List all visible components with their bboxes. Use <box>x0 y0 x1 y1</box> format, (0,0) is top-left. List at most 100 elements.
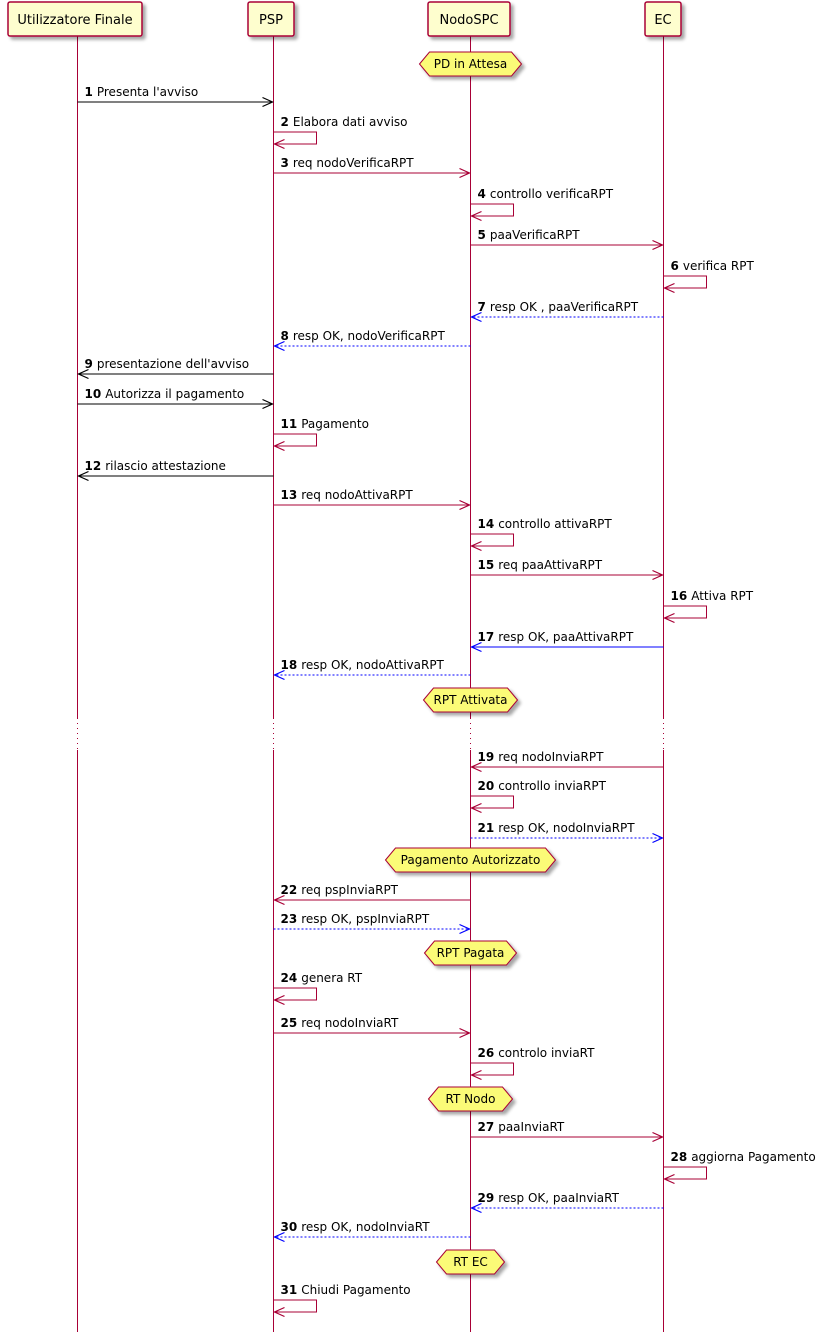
message-text: resp OK , paaVerificaRPT <box>490 300 639 314</box>
state-hexagon <box>384 847 557 873</box>
arrow-head <box>459 499 471 511</box>
message-text: Autorizza il pagamento <box>105 387 244 401</box>
arrow-head <box>77 368 89 380</box>
arrow-head <box>652 569 664 581</box>
arrow-head <box>273 340 285 352</box>
self-arrow-line <box>470 795 514 809</box>
message-number: 21 <box>478 821 495 835</box>
state-label: PD in Attesa <box>434 57 507 71</box>
state-note: RPT Pagata <box>423 940 518 966</box>
message-text: controllo attivaRPT <box>498 517 612 531</box>
participant-utente: Utilizzatore Finale <box>7 1 143 37</box>
arrow-head <box>273 669 285 681</box>
message-number: 26 <box>478 1046 495 1060</box>
state-note: PD in Attesa <box>418 51 523 77</box>
message-text: paaVerificaRPT <box>490 228 580 242</box>
message-text: req pspInviaRPT <box>301 883 398 897</box>
message-number: 8 <box>281 329 289 343</box>
self-arrow-line <box>273 131 317 145</box>
arrow-head <box>470 761 482 773</box>
message-text: req paaAttivaRPT <box>498 558 603 572</box>
arrow-head <box>652 832 664 844</box>
message-text: Pagamento <box>301 417 369 431</box>
message-number: 2 <box>281 115 289 129</box>
state-hexagon <box>427 1086 514 1112</box>
participant-box <box>7 1 143 37</box>
message-number: 23 <box>281 912 298 926</box>
message-number: 5 <box>478 228 486 242</box>
self-arrow-line <box>273 1299 317 1313</box>
arrow-head <box>652 239 664 251</box>
arrow-head <box>459 923 471 935</box>
participant-box <box>247 1 295 37</box>
arrow-head <box>663 612 675 624</box>
message-text: controlo inviaRT <box>498 1046 595 1060</box>
message-text: req nodoInviaRT <box>301 1016 399 1030</box>
arrow-head <box>470 1069 482 1081</box>
state-label: RPT Pagata <box>437 946 505 960</box>
message-number: 12 <box>85 459 102 473</box>
participant-label: EC <box>654 13 671 28</box>
message-text: paaInviaRT <box>498 1120 565 1134</box>
message-number: 13 <box>281 488 298 502</box>
state-hexagon <box>422 687 519 713</box>
participant-box <box>427 1 511 37</box>
message-number: 14 <box>478 517 495 531</box>
state-note: Pagamento Autorizzato <box>384 847 557 873</box>
arrow-head <box>273 1231 285 1243</box>
message-number: 28 <box>671 1150 688 1164</box>
state-label: RT EC <box>453 1255 488 1269</box>
message-text: Presenta l'avviso <box>97 85 198 99</box>
arrow-head <box>470 311 482 323</box>
message-text: presentazione dell'avviso <box>97 357 249 371</box>
participant-ec: EC <box>644 1 682 37</box>
arrow-head <box>470 540 482 552</box>
state-note: RT Nodo <box>427 1086 514 1112</box>
message-text: resp OK, nodoInviaRPT <box>498 821 635 835</box>
message-number: 29 <box>478 1191 495 1205</box>
participant-label: PSP <box>259 13 283 28</box>
state-label: Pagamento Autorizzato <box>401 853 541 867</box>
arrow-head <box>262 96 274 108</box>
message-number: 4 <box>478 187 486 201</box>
arrow-head <box>273 138 285 150</box>
message-number: 27 <box>478 1120 495 1134</box>
arrow-head <box>273 440 285 452</box>
state-label: RPT Attivata <box>434 693 508 707</box>
arrow-head <box>652 1131 664 1143</box>
arrow-head <box>470 802 482 814</box>
arrow-head <box>663 1173 675 1185</box>
state-label: RT Nodo <box>446 1092 496 1106</box>
